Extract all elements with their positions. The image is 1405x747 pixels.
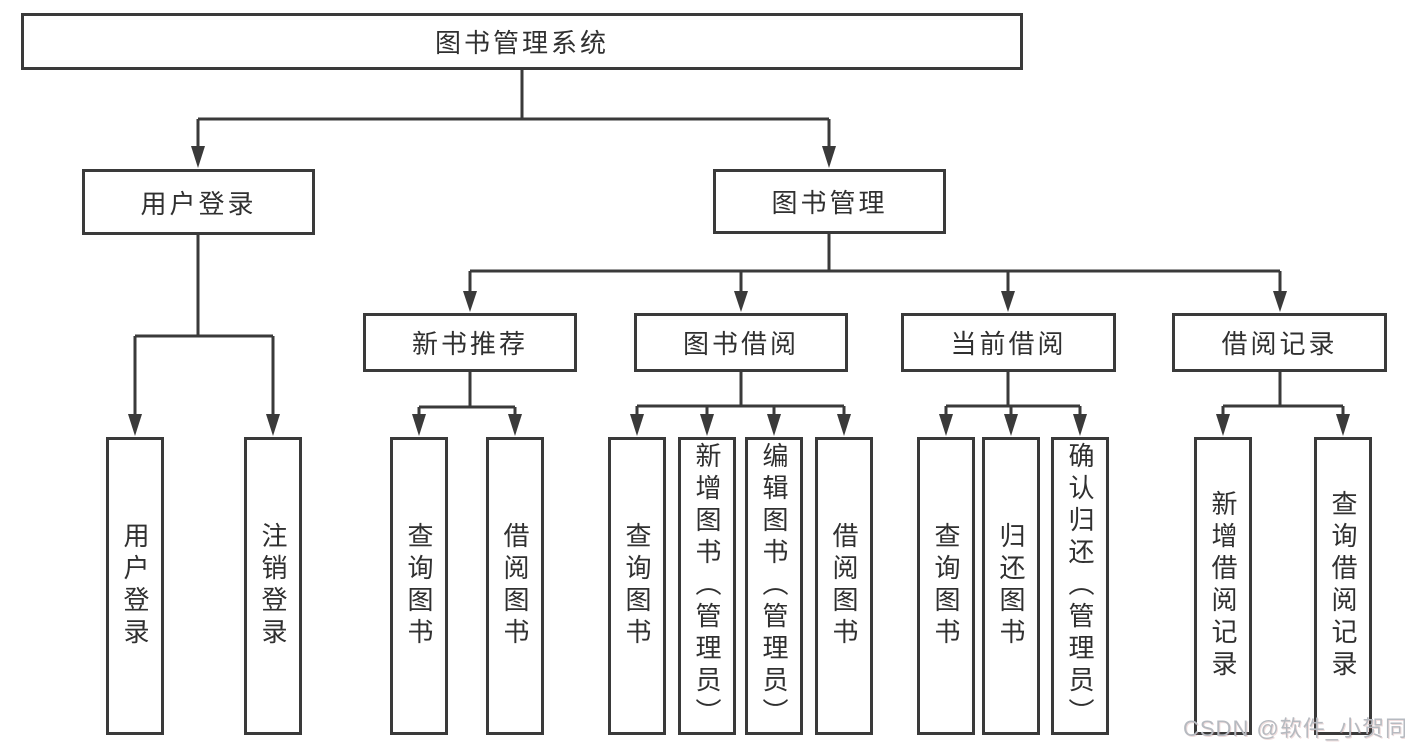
node-edit-books-admin: 编辑图书（管理员） [745, 437, 803, 735]
node-new-book-recommend: 新书推荐 [363, 313, 577, 372]
node-user-login: 用户登录 [82, 169, 315, 235]
node-return-books: 归还图书 [982, 437, 1040, 735]
node-query-books-borrowing: 查询图书 [608, 437, 666, 735]
node-borrowing-records: 借阅记录 [1172, 313, 1387, 372]
node-library-management-system: 图书管理系统 [21, 13, 1023, 70]
connector-book-management-branch [463, 234, 1287, 312]
node-add-books-admin: 新增图书（管理员） [678, 437, 736, 735]
connector-borrowing-branch [630, 372, 851, 436]
node-add-borrow-record: 新增借阅记录 [1194, 437, 1252, 735]
node-query-borrow-record: 查询借阅记录 [1314, 437, 1372, 735]
node-user-login-leaf: 用户登录 [106, 437, 164, 735]
watermark: CSDN @软件_小贺同学 [1183, 716, 1405, 741]
node-query-books-current: 查询图书 [917, 437, 975, 735]
connector-user-login-branch [128, 235, 280, 436]
node-current-borrowing: 当前借阅 [901, 313, 1116, 372]
node-query-books-recommend: 查询图书 [390, 437, 448, 735]
connector-records-branch [1216, 372, 1350, 436]
node-borrow-books-recommend: 借阅图书 [486, 437, 544, 735]
node-logout-login: 注销登录 [244, 437, 302, 735]
node-book-management: 图书管理 [713, 169, 946, 234]
node-book-borrowing: 图书借阅 [634, 313, 848, 372]
connector-root-to-level2 [191, 70, 836, 168]
node-confirm-return-admin: 确认归还（管理员） [1051, 437, 1109, 735]
connector-current-branch [939, 372, 1087, 436]
connector-recommend-branch [412, 372, 522, 436]
node-borrow-books-borrowing: 借阅图书 [815, 437, 873, 735]
